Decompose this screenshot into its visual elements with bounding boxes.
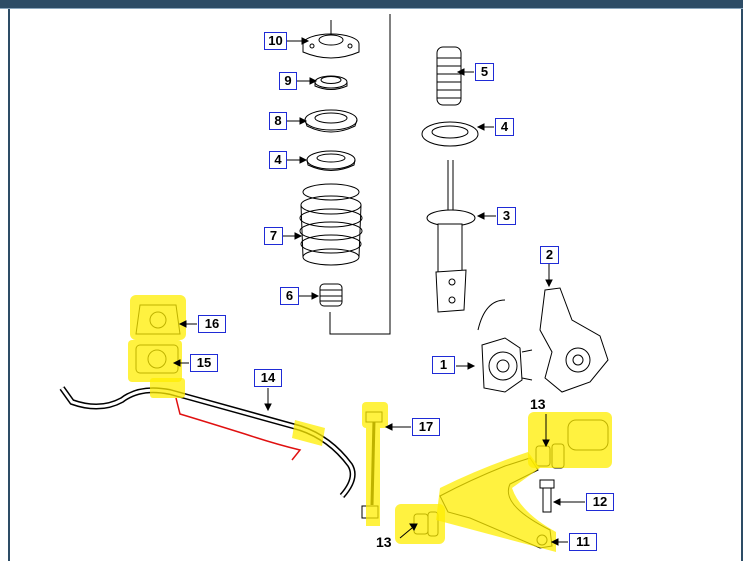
part-3-strut xyxy=(426,160,476,313)
part-1-hub xyxy=(477,299,533,393)
highlight-bar-left xyxy=(150,378,185,398)
callout-1: 1 xyxy=(432,356,455,374)
part-4-insulator-left xyxy=(306,150,356,171)
highlight-13-lower xyxy=(395,504,445,544)
label-13-upper: 13 xyxy=(530,396,546,412)
callout-11: 11 xyxy=(569,533,597,551)
highlight-arm xyxy=(436,452,556,552)
callout-16: 16 xyxy=(198,315,226,333)
red-annotation xyxy=(175,397,302,461)
highlight-13-upper xyxy=(528,412,612,468)
part-2-knuckle xyxy=(539,287,609,393)
callout-12: 12 xyxy=(586,493,614,511)
part-9-bearing xyxy=(314,75,348,90)
callout-7: 7 xyxy=(264,227,283,245)
callout-8: 8 xyxy=(269,112,287,130)
callout-15: 15 xyxy=(190,354,218,372)
callout-10: 10 xyxy=(264,32,287,50)
highlight-17 xyxy=(362,402,388,428)
group-bracket xyxy=(329,14,391,335)
leader-lines xyxy=(172,37,585,546)
label-13-lower: 13 xyxy=(376,534,392,550)
callout-17: 17 xyxy=(412,418,440,436)
part-4-insulator-right xyxy=(421,121,479,147)
frame-left-edge xyxy=(8,9,10,561)
highlight-16 xyxy=(130,295,186,340)
highlight-link xyxy=(366,428,380,526)
highlight-bar-right xyxy=(292,420,325,446)
part-5-dust-boot xyxy=(436,46,462,106)
callout-6: 6 xyxy=(280,287,299,305)
callout-3: 3 xyxy=(497,207,516,225)
part-6-bump-stop xyxy=(319,283,343,307)
part-7-coil-spring xyxy=(299,183,363,266)
callout-4-right: 4 xyxy=(495,118,514,136)
part-12-bolt xyxy=(539,479,555,513)
highlight-15 xyxy=(128,340,182,382)
callout-5: 5 xyxy=(475,63,494,81)
callout-4-left: 4 xyxy=(269,151,287,169)
callout-14: 14 xyxy=(254,369,282,387)
highlights xyxy=(128,295,612,552)
frame-right-edge xyxy=(741,9,743,561)
part-10-upper-mount xyxy=(302,20,360,59)
window-top-bar xyxy=(0,0,743,9)
callout-2: 2 xyxy=(540,246,559,264)
part-8-spring-seat xyxy=(304,109,358,133)
callout-9: 9 xyxy=(279,72,297,90)
